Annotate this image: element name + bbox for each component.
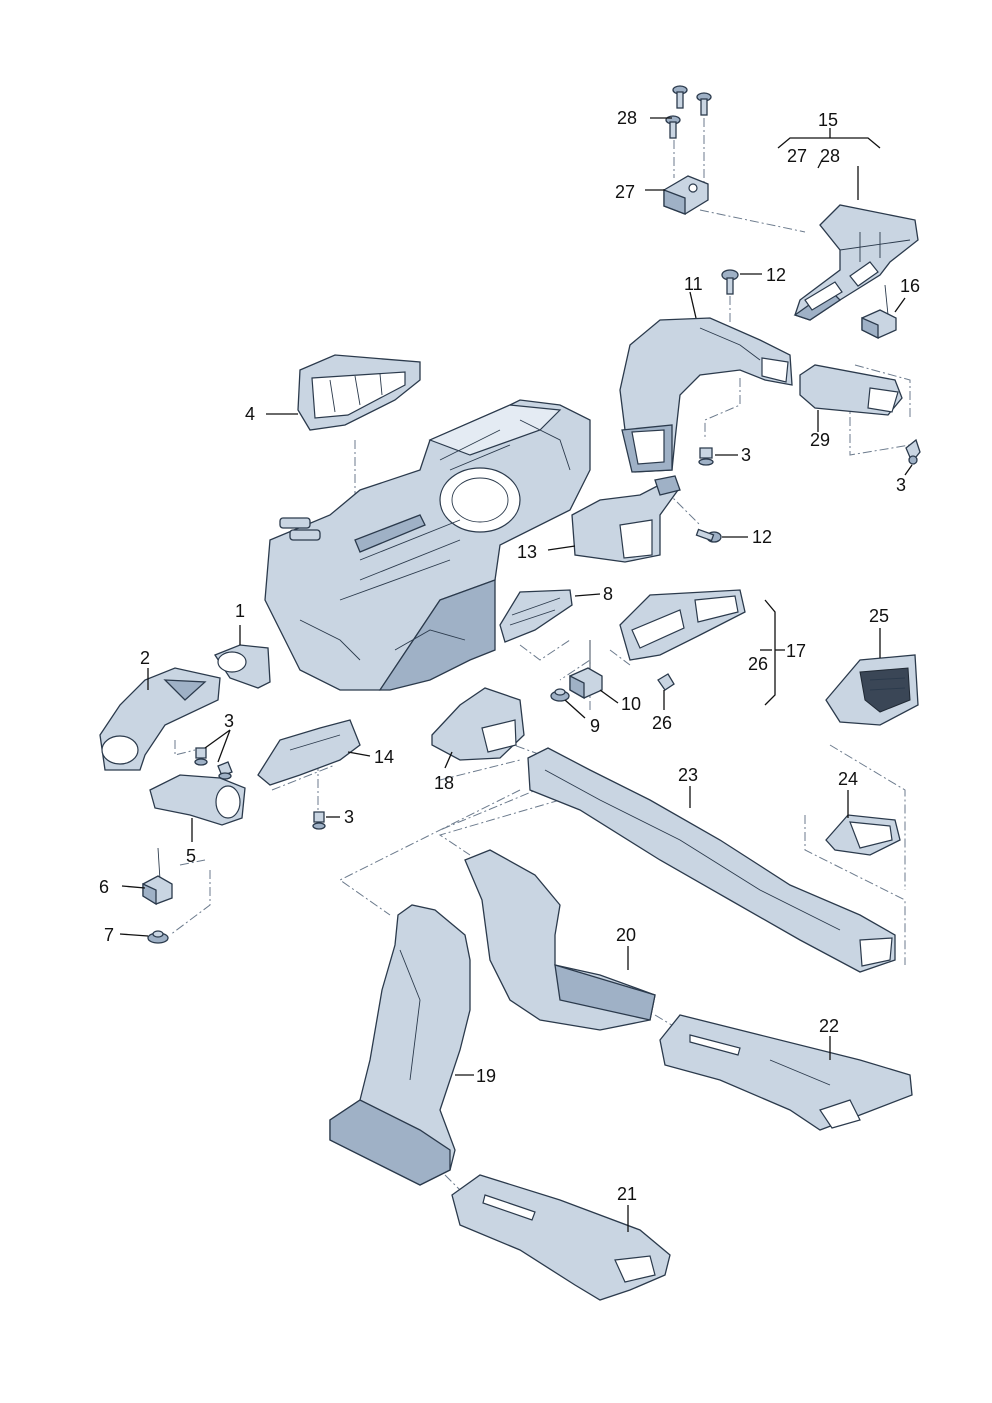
callout-22: 22 — [819, 1016, 839, 1036]
nut-7 — [147, 930, 169, 944]
duct-13 — [571, 475, 681, 563]
duct-elbow-1 — [214, 644, 271, 689]
screw-28-group — [665, 85, 712, 182]
screw-icon — [665, 115, 681, 139]
callout-15-sub-27: 27 — [787, 146, 807, 166]
hvac-unit — [264, 399, 591, 691]
actuator-27 — [663, 175, 709, 215]
callout-28: 28 — [617, 108, 637, 128]
callout-20: 20 — [616, 925, 636, 945]
callout-12-upper: 12 — [766, 265, 786, 285]
callout-3-right: 3 — [896, 475, 906, 495]
assembly-lines — [169, 209, 911, 1191]
callout-15-sub-28: 28 — [820, 146, 840, 166]
callout-24: 24 — [838, 769, 858, 789]
callout-4: 4 — [245, 404, 255, 424]
callout-5: 5 — [186, 846, 196, 866]
duct-21 — [451, 1174, 671, 1301]
clip-3-lower — [312, 811, 326, 830]
callout-21: 21 — [617, 1184, 637, 1204]
clip-3-right — [905, 438, 921, 465]
callout-7: 7 — [104, 925, 114, 945]
callout-18: 18 — [434, 773, 454, 793]
duct-19 — [329, 904, 471, 1186]
callout-25: 25 — [869, 606, 889, 626]
callout-16: 16 — [900, 276, 920, 296]
callout-3-lower: 3 — [344, 807, 354, 827]
vent-housing-15 — [793, 204, 919, 321]
callout-15: 15 — [818, 110, 838, 130]
callout-labels: 28 27 15 27 28 12 11 16 29 3 3 4 13 12 8… — [99, 108, 920, 1204]
callout-3-mid: 3 — [741, 445, 751, 465]
vent-25 — [825, 654, 919, 726]
callout-9: 9 — [590, 716, 600, 736]
callout-13: 13 — [517, 542, 537, 562]
clip-3-mid — [698, 447, 714, 466]
screw-icon — [696, 92, 712, 116]
callout-14: 14 — [374, 747, 394, 767]
callout-3-left: 3 — [224, 711, 234, 731]
screw-icon — [672, 85, 688, 109]
callout-19: 19 — [476, 1066, 496, 1086]
actuator-10 — [569, 640, 603, 700]
callout-26-clip: 26 — [652, 713, 672, 733]
duct-22 — [659, 1014, 913, 1131]
callout-29: 29 — [810, 430, 830, 450]
callout-12-lower: 12 — [752, 527, 772, 547]
duct-elbow-5 — [149, 774, 246, 826]
clip-26 — [657, 673, 675, 691]
screw-12-upper — [721, 269, 739, 325]
actuator-6 — [142, 847, 173, 906]
callout-1: 1 — [235, 601, 245, 621]
bracket-8 — [499, 589, 573, 643]
callout-11: 11 — [684, 274, 703, 294]
vent-24 — [825, 814, 901, 856]
clip-3-left — [194, 747, 233, 780]
callout-23: 23 — [678, 765, 698, 785]
actuator-16 — [861, 284, 897, 340]
vent-17 — [619, 589, 746, 661]
duct-20 — [464, 849, 656, 1031]
duct-23 — [527, 747, 896, 973]
vent-frame-4 — [297, 354, 421, 431]
leader-lines — [119, 117, 913, 1232]
duct-18 — [431, 687, 525, 761]
duct-2 — [99, 667, 221, 771]
callout-10: 10 — [621, 694, 641, 714]
screw-12-lower — [695, 528, 722, 543]
callout-8: 8 — [603, 584, 613, 604]
duct-29 — [799, 364, 903, 416]
callout-17: 17 — [786, 641, 806, 661]
callout-2: 2 — [140, 648, 150, 668]
duct-14 — [257, 719, 361, 786]
callout-27: 27 — [615, 182, 635, 202]
duct-11 — [619, 317, 793, 473]
callout-26-bracket: 26 — [748, 654, 768, 674]
callout-6: 6 — [99, 877, 109, 897]
nut-9 — [550, 688, 570, 702]
